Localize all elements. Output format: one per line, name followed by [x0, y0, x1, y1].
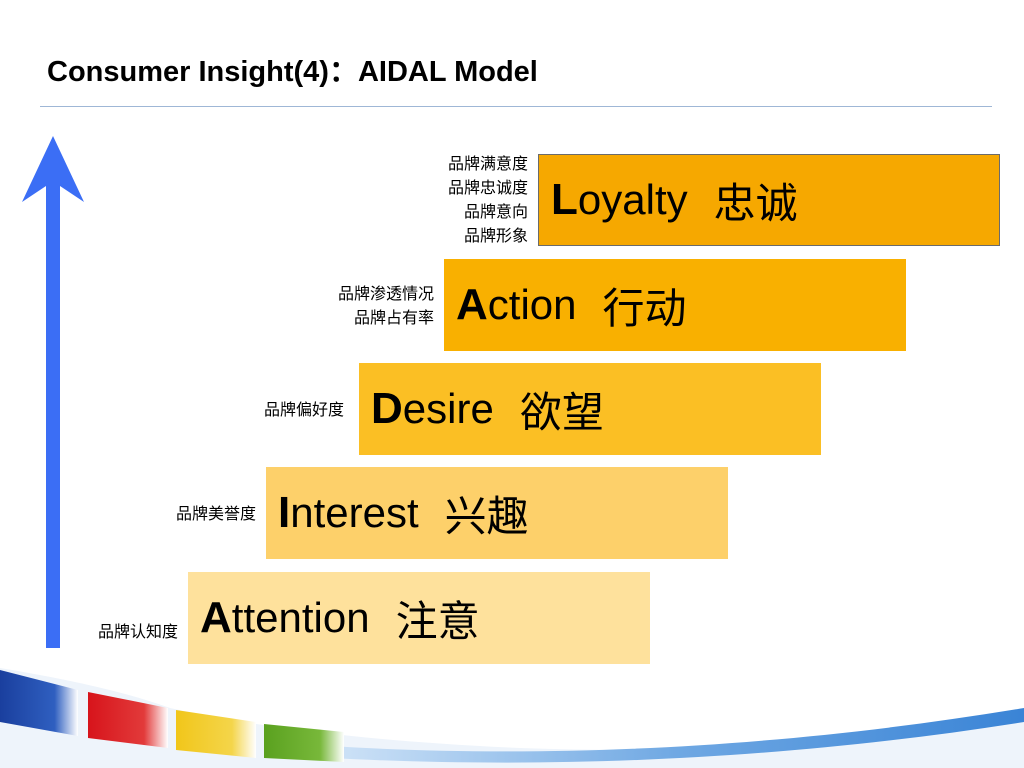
metric-label: 品牌偏好度 [263, 400, 344, 419]
stage-name-rest: nterest [290, 489, 419, 536]
stage-chinese: 行动 [602, 283, 687, 333]
metric-label: 品牌形象 [463, 226, 528, 245]
slide-title: Consumer Insight(4)：AIDAL Model [47, 56, 538, 88]
attention-metrics: 品牌认知度 [98, 620, 178, 644]
stage-initial: A [456, 280, 488, 329]
metric-label: 品牌忠诚度 [447, 178, 528, 197]
desire-metrics: 品牌偏好度 [264, 398, 344, 422]
stage-chinese: 注意 [395, 596, 480, 646]
stage-name-rest: ttention [231, 594, 370, 641]
footer-decoration [0, 668, 1024, 768]
stage-name-rest: esire [402, 385, 494, 432]
metric-label: 品牌美誉度 [175, 504, 256, 523]
metric-label: 品牌渗透情况 [337, 284, 434, 303]
loyalty-metrics: 品牌满意度 品牌忠诚度 品牌意向 品牌形象 [448, 152, 528, 248]
metric-label: 品牌占有率 [353, 308, 434, 327]
stage-chinese: 欲望 [519, 387, 604, 437]
interest-metrics: 品牌美誉度 [176, 502, 256, 526]
stage-name-rest: ction [487, 281, 577, 328]
metric-label: 品牌认知度 [97, 622, 178, 641]
stage-chinese: 忠诚 [713, 178, 798, 228]
stage-name-rest: oyalty [577, 176, 688, 223]
stage-initial: D [371, 384, 403, 433]
up-arrow-icon [22, 136, 84, 648]
stage-initial: L [551, 175, 578, 224]
metric-label: 品牌满意度 [447, 154, 528, 173]
stage-initial: I [278, 488, 291, 537]
action-metrics: 品牌渗透情况 品牌占有率 [338, 282, 434, 330]
stage-initial: A [200, 593, 232, 642]
metric-label: 品牌意向 [463, 202, 528, 221]
title-divider [40, 106, 992, 107]
stage-chinese: 兴趣 [444, 491, 529, 541]
